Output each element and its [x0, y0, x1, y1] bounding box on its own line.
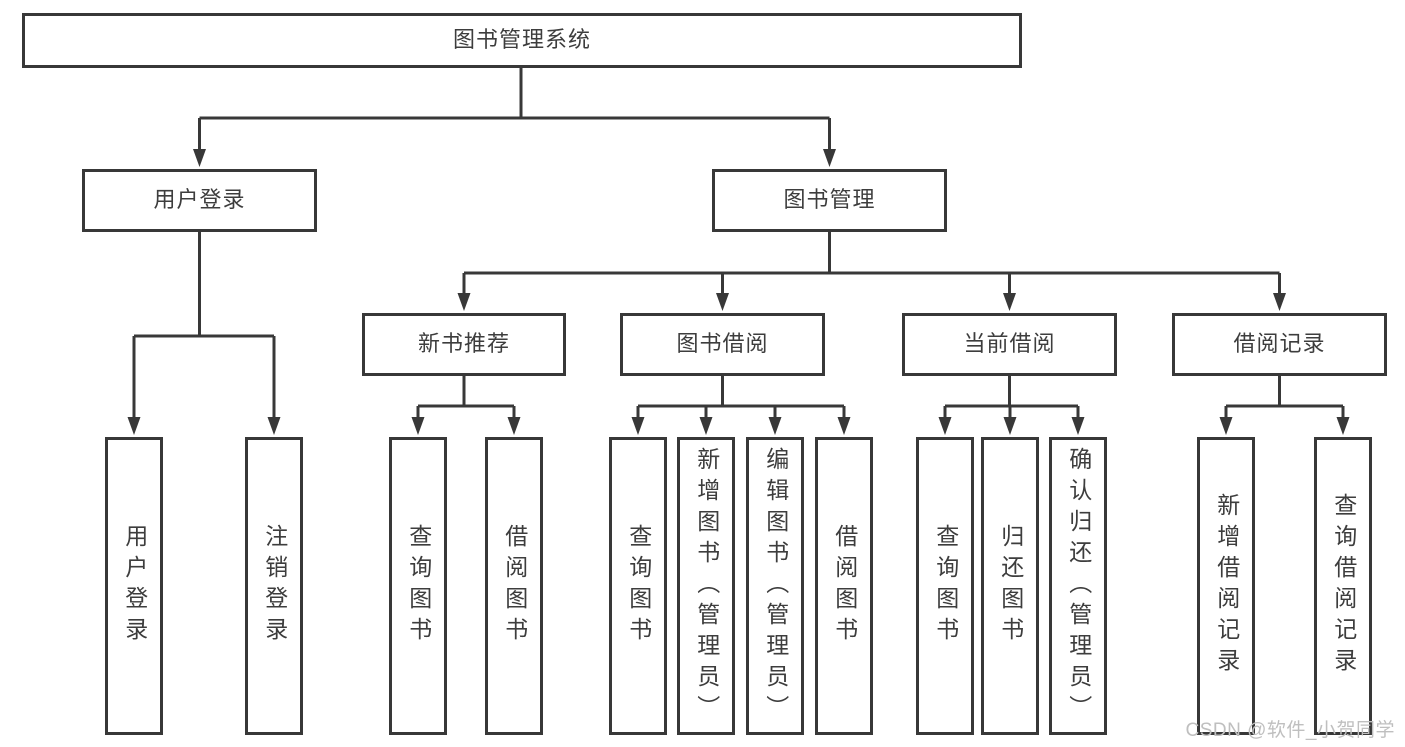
leaf-label: 注销登录: [261, 524, 288, 648]
leaf-label: 查询图书: [405, 524, 432, 648]
leaf-borrow-books: 借阅图书: [815, 437, 873, 735]
leaf-label: 查询借阅记录: [1330, 493, 1357, 679]
leaf-label: 用户登录: [121, 524, 148, 648]
leaf-label: 归还图书: [997, 524, 1024, 648]
leaf-label: 编辑图书（管理员）: [762, 446, 789, 726]
node-book-borrow: 图书借阅: [620, 313, 825, 376]
leaf-add-book-admin: 新增图书（管理员）: [677, 437, 735, 735]
leaf-label: 借阅图书: [501, 524, 528, 648]
leaf-query-books-borrow: 查询图书: [609, 437, 667, 735]
leaf-borrow-books-recommend: 借阅图书: [485, 437, 543, 735]
leaf-user-login: 用户登录: [105, 437, 163, 735]
node-user-login: 用户登录: [82, 169, 317, 232]
leaf-edit-book-admin: 编辑图书（管理员）: [746, 437, 804, 735]
leaf-query-borrow-record: 查询借阅记录: [1314, 437, 1372, 735]
leaf-label: 借阅图书: [831, 524, 858, 648]
node-borrow-records: 借阅记录: [1172, 313, 1387, 376]
node-book-management: 图书管理: [712, 169, 947, 232]
leaf-add-borrow-record: 新增借阅记录: [1197, 437, 1255, 735]
node-current-borrow: 当前借阅: [902, 313, 1117, 376]
root-node-library-management-system: 图书管理系统: [22, 13, 1022, 68]
watermark: CSDN @软件_小贺同学: [1185, 720, 1395, 741]
leaf-logout: 注销登录: [245, 437, 303, 735]
leaf-label: 新增借阅记录: [1213, 493, 1240, 679]
leaf-label: 确认归还（管理员）: [1065, 446, 1092, 726]
leaf-query-books-current: 查询图书: [916, 437, 974, 735]
leaf-label: 新增图书（管理员）: [693, 446, 720, 726]
leaf-label: 查询图书: [932, 524, 959, 648]
leaf-label: 查询图书: [625, 524, 652, 648]
leaf-query-books-recommend: 查询图书: [389, 437, 447, 735]
leaf-confirm-return-admin: 确认归还（管理员）: [1049, 437, 1107, 735]
node-new-book-recommend: 新书推荐: [362, 313, 566, 376]
leaf-return-book: 归还图书: [981, 437, 1039, 735]
